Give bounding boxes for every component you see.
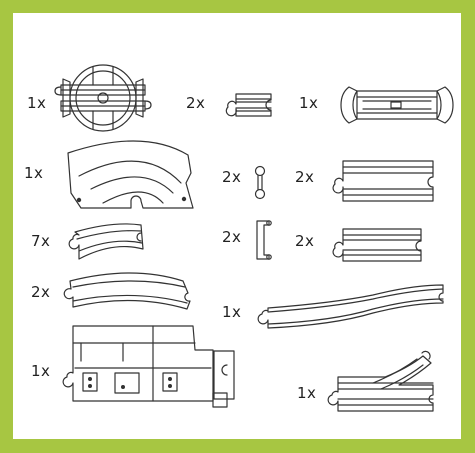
male-male-connector-piece <box>256 167 265 199</box>
qty-station-base: 1x <box>31 362 51 380</box>
bracket-connector-piece <box>257 221 271 259</box>
qty-large-curve: 2x <box>31 283 51 301</box>
large-curve-piece <box>64 273 190 309</box>
qty-bracket-connector: 2x <box>222 228 242 246</box>
qty-male-male-connector: 2x <box>222 168 242 186</box>
parts-drawings <box>13 13 461 439</box>
medium-straight-piece <box>333 229 421 261</box>
qty-long-straight: 2x <box>295 168 315 186</box>
qty-bridge-lift: 1x <box>299 94 319 112</box>
switch-track-piece <box>328 351 433 411</box>
qty-small-curve: 7x <box>31 232 51 250</box>
turntable-piece <box>55 65 151 131</box>
qty-medium-straight: 2x <box>295 232 315 250</box>
qty-turntable: 1x <box>27 94 47 112</box>
qty-s-curve-track: 1x <box>222 303 242 321</box>
s-curve-track-piece <box>258 285 443 328</box>
small-curve-piece <box>69 224 143 259</box>
short-straight-piece <box>226 94 271 116</box>
curved-ramp-base-piece <box>68 141 193 208</box>
bridge-lift-piece <box>341 87 453 123</box>
qty-curved-ramp-base: 1x <box>24 164 44 182</box>
qty-switch-track: 1x <box>297 384 317 402</box>
long-straight-piece <box>333 161 433 201</box>
qty-short-straight: 2x <box>186 94 206 112</box>
parts-panel: 1x 2x 1x 1x 2x 2x 7x 2x 2x 2x 1x 1x 1x <box>13 13 461 439</box>
station-base-piece <box>63 326 234 407</box>
